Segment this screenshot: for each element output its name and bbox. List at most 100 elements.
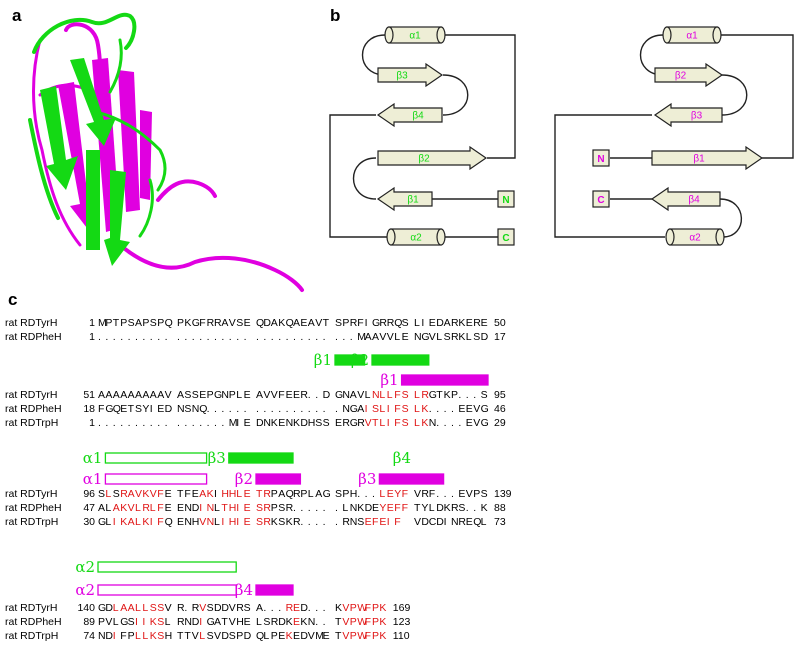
end-position: 110 — [393, 630, 410, 642]
ss-element: β1 — [380, 371, 489, 389]
ss-element: α2 — [75, 558, 237, 576]
sequence-name: rat RDTyrH — [5, 389, 58, 401]
svg-text:β2: β2 — [675, 71, 687, 82]
strand-bar — [400, 374, 489, 386]
topo-right-beta2: β2 — [654, 62, 724, 88]
ss-element: α2 — [75, 581, 237, 599]
topo-right-link-a1-b1 — [720, 34, 794, 159]
end-position: 88 — [494, 502, 506, 514]
svg-text:β4: β4 — [688, 195, 700, 206]
svg-text:β3: β3 — [396, 71, 408, 82]
residue-group: VRF...EVPS — [414, 488, 488, 500]
ss-element: β2 — [235, 470, 302, 488]
topo-right-link-b4-a2 — [719, 198, 743, 238]
sequence-name: rat RDTrpH — [5, 516, 58, 528]
residue-group: .......... — [98, 417, 168, 429]
start-position: 140 — [77, 602, 95, 614]
sequence-name: rat RDPheH — [5, 331, 62, 343]
ss-label: β1 — [380, 371, 398, 389]
start-position: 51 — [83, 389, 95, 401]
start-position: 1 — [89, 331, 95, 343]
green-structure — [28, 12, 167, 238]
sequence-name: rat RDPheH — [5, 616, 62, 628]
sequence-name: rat RDTyrH — [5, 317, 58, 329]
topo-right-beta4: β4 — [650, 186, 721, 212]
strand-bar — [228, 452, 294, 464]
end-position: 123 — [393, 616, 411, 628]
start-position: 1 — [89, 417, 95, 429]
topo-left-beta1: β1 — [376, 186, 433, 212]
topo-left-n-term: N — [497, 190, 515, 208]
strand-bar — [371, 354, 430, 366]
ss-element: β1 — [314, 351, 366, 369]
residue-group: SRPSR..... — [256, 502, 326, 514]
residue-group: AAAAAAAAAV — [98, 389, 172, 401]
helix-bar — [97, 584, 237, 596]
start-position: 18 — [83, 403, 95, 415]
residue-group: QDAKQAEAVT — [256, 317, 330, 329]
helix-bar — [104, 452, 208, 464]
residue-group: TVPWFPK — [335, 616, 386, 628]
strand-bar — [255, 584, 294, 596]
topo-right-n-term: N — [592, 149, 610, 167]
magenta-strands — [58, 58, 152, 232]
ss-label: β1 — [314, 351, 332, 369]
residue-group: .......... — [256, 403, 326, 415]
sequence-name: rat RDTrpH — [5, 417, 58, 429]
residue-group: .......... — [177, 331, 247, 343]
topo-left-link-a1-b3 — [361, 34, 386, 76]
start-position: 1 — [89, 317, 95, 329]
start-position: 47 — [83, 502, 95, 514]
topo-right-beta1: β1 — [651, 145, 764, 171]
svg-text:β1: β1 — [693, 154, 705, 165]
panel-c-label: c — [8, 290, 17, 309]
topo-left-alpha2: α2 — [386, 228, 446, 246]
helix-bar — [104, 473, 208, 485]
ss-label: β3 — [208, 449, 226, 467]
ss-element: β4 — [393, 449, 411, 467]
svg-text:C: C — [597, 195, 604, 206]
svg-text:α2: α2 — [410, 233, 422, 244]
topo-right-link-b3-a2 — [554, 114, 665, 238]
svg-text:β3: β3 — [691, 111, 703, 122]
ss-label: α1 — [83, 470, 103, 488]
topo-left-link-a1-b2 — [445, 34, 516, 159]
sequence-name: rat RDPheH — [5, 502, 62, 514]
ss-element: α1 — [83, 470, 208, 488]
topo-left-link-b2-b1 — [352, 157, 377, 200]
residue-group: AVVFEER..D — [256, 389, 331, 401]
structure-superposition — [28, 12, 304, 292]
panel-b-label: b — [330, 6, 340, 25]
end-position: 139 — [494, 488, 512, 500]
svg-text:N: N — [597, 154, 604, 165]
ss-element: β3 — [358, 470, 445, 488]
end-position: 17 — [494, 331, 506, 343]
ss-label: β4 — [235, 581, 253, 599]
ss-label: β4 — [393, 449, 411, 467]
